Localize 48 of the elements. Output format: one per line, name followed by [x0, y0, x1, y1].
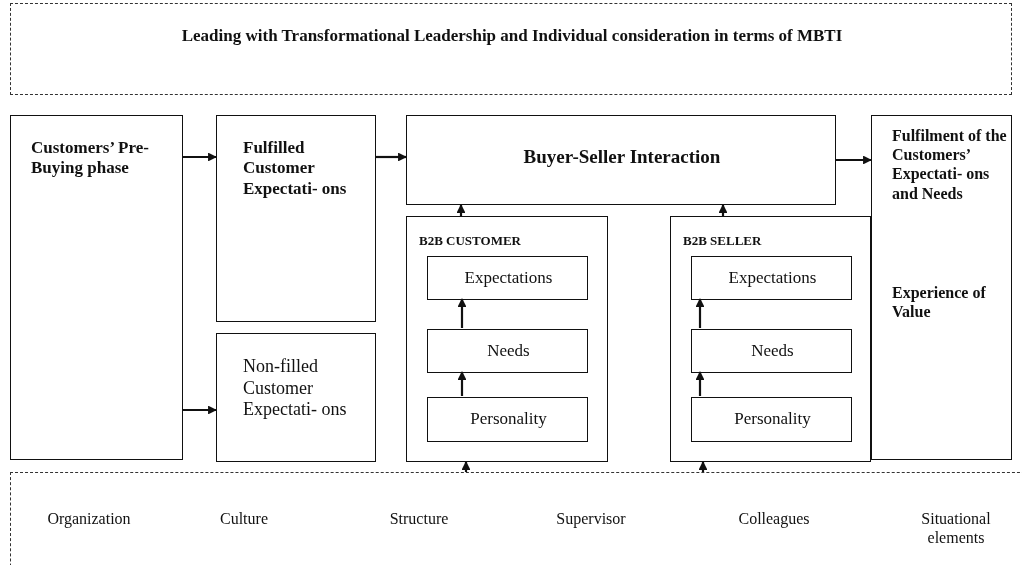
arrow: [457, 298, 467, 328]
box-label: Fulfilled Customer Expectati- ons: [243, 138, 348, 200]
factor-label: Situational elements: [920, 509, 992, 548]
arrow: [457, 371, 467, 396]
process-box: [427, 256, 588, 300]
box-label: Fulfilment of the Customers’ Expectati- ons and Needs: [892, 126, 1008, 203]
arrow: [183, 152, 217, 162]
box-label: Personality: [733, 409, 812, 430]
box-label: Buyer-Seller Interaction: [522, 146, 722, 169]
process-box: [406, 216, 608, 462]
factor-label: Culture: [219, 509, 269, 529]
box-label: Customers’ Pre-Buying phase: [31, 138, 150, 179]
factor-label: Colleagues: [737, 509, 811, 529]
box-label: Personality: [469, 409, 548, 430]
process-box: [10, 115, 183, 460]
arrow: [695, 371, 705, 396]
arrow: [695, 298, 705, 328]
factor-label: Structure: [388, 509, 450, 529]
arrow: [836, 155, 872, 165]
factor-label: Organization: [46, 509, 132, 529]
process-box: [691, 397, 852, 442]
box-label: Expectations: [463, 268, 554, 289]
arrow: [456, 204, 466, 216]
box-label: Expectations: [727, 268, 818, 289]
arrow: [698, 461, 708, 472]
process-box: [871, 115, 1012, 460]
box-label: Non-filled Customer Expectati- ons: [243, 356, 348, 421]
dashed-band: [10, 3, 1012, 95]
box-label: Experience of Value: [892, 283, 987, 322]
box-label: B2B CUSTOMER: [419, 233, 522, 249]
process-box: [691, 256, 852, 300]
factor-label: Supervisor: [555, 509, 627, 529]
process-box: [406, 115, 836, 205]
box-label: Needs: [750, 341, 795, 362]
heading: Leading with Transformational Leadership and Individual consideration in terms of MBTI: [180, 26, 844, 47]
process-box: [216, 333, 376, 462]
box-label: B2B SELLER: [683, 233, 763, 249]
process-box: [691, 329, 852, 373]
process-box: [216, 115, 376, 322]
dashed-band: [10, 472, 1022, 565]
arrow: [718, 204, 728, 216]
process-box: [427, 397, 588, 442]
box-label: Needs: [486, 341, 531, 362]
arrow: [461, 461, 471, 472]
process-box: [670, 216, 871, 462]
process-box: [427, 329, 588, 373]
arrow: [376, 152, 407, 162]
arrow: [183, 405, 217, 415]
